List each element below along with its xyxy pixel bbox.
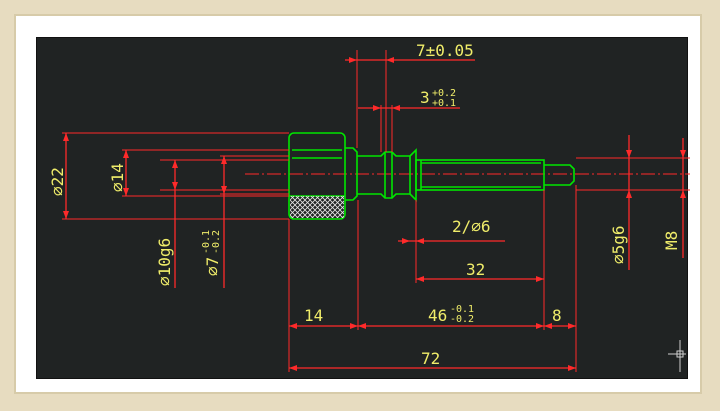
dim-3-label: 3 bbox=[420, 88, 430, 107]
part-outline bbox=[288, 132, 575, 220]
groove-section bbox=[357, 151, 411, 199]
dim-14-label: 14 bbox=[304, 306, 323, 325]
dim-46-tol-minus: -0.2 bbox=[450, 314, 474, 325]
crosshair-cursor-icon bbox=[668, 340, 686, 372]
dim-32-label: 32 bbox=[466, 260, 485, 279]
knurled-head bbox=[288, 132, 346, 220]
knurl-hatch bbox=[290, 196, 344, 218]
dim-8-label: 8 bbox=[552, 306, 562, 325]
dim-72-label: 72 bbox=[421, 349, 440, 368]
threaded-shaft bbox=[415, 159, 545, 191]
vertical-dims bbox=[63, 133, 686, 288]
dim-d7-tol-minus: -0.2 bbox=[211, 230, 222, 254]
dim-d14-label: ⌀14 bbox=[108, 163, 127, 192]
dim-d5-label: ⌀5g6 bbox=[609, 225, 628, 264]
horizontal-dims bbox=[289, 50, 576, 371]
pin-tip bbox=[544, 164, 575, 186]
dim-7-label: 7±0.05 bbox=[416, 41, 474, 60]
dim-46-label: 46 bbox=[428, 306, 447, 325]
extension-lines bbox=[62, 50, 690, 372]
dim-46-tol-plus: -0.1 bbox=[450, 304, 474, 315]
dim-d7-label: ⌀7 bbox=[203, 257, 222, 276]
dim-d10-label: ⌀10g6 bbox=[155, 238, 174, 286]
dim-d7-tol-plus: -0.1 bbox=[201, 230, 212, 254]
dim-d7-group: ⌀7 -0.1 -0.2 bbox=[201, 230, 222, 276]
dim-chamfer-label: 2/⌀6 bbox=[452, 217, 491, 236]
dim-m8-label: M8 bbox=[662, 231, 681, 250]
dim-3-tol-plus: +0.2 bbox=[432, 88, 456, 99]
collar bbox=[409, 148, 417, 202]
dim-3-tol-minus: +0.1 bbox=[432, 98, 456, 109]
dim-d22-label: ⌀22 bbox=[48, 167, 67, 196]
neck bbox=[345, 147, 358, 201]
cad-canvas[interactable] bbox=[36, 37, 688, 379]
